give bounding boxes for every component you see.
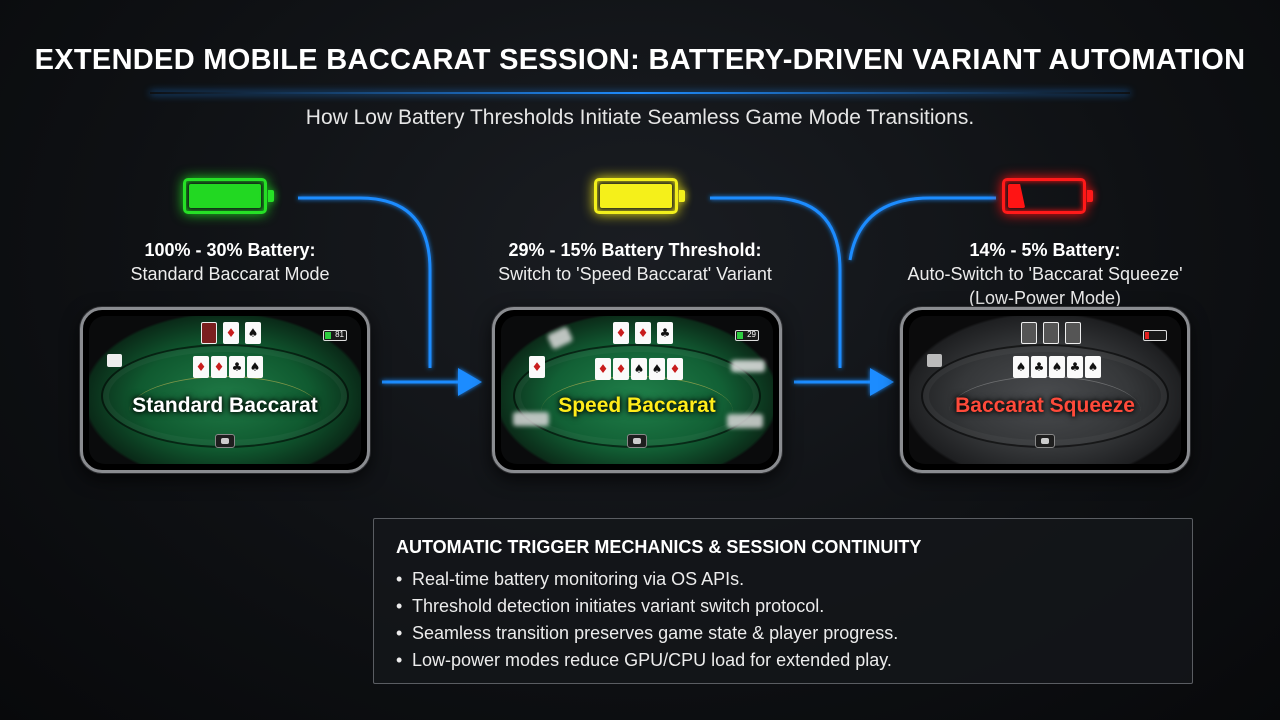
stage-2-description: Switch to 'Speed Baccarat' Variant: [498, 264, 772, 284]
card: ♣: [657, 322, 673, 344]
card-back: [1021, 322, 1037, 344]
card: ♦: [595, 358, 611, 380]
card: ♠: [1049, 356, 1065, 378]
card-back: [1065, 322, 1081, 344]
phone-baccarat-squeeze: ♠ ♣ ♠ ♣ ♠ Baccarat Squeeze: [900, 307, 1190, 473]
title-divider: [150, 92, 1130, 94]
stage-1-description: Standard Baccarat Mode: [130, 264, 330, 284]
card: ♣: [1067, 356, 1083, 378]
page-subtitle: How Low Battery Thresholds Initiate Seam…: [305, 106, 975, 129]
card-back: [201, 322, 217, 344]
card: ♦: [211, 356, 227, 378]
speed-table-screen: ♦ ♦ ♦ ♣ ♦ ♦ ♠ ♠ ♦ Speed Baccarat 29: [501, 316, 773, 464]
battery-fill: [1008, 184, 1026, 208]
card-back: [1043, 322, 1059, 344]
card: ♦: [613, 358, 629, 380]
card: ♣: [229, 356, 245, 378]
arrow-curve-2: [710, 196, 842, 368]
battery-fill: [600, 184, 672, 208]
mini-battery-indicator: 81: [323, 330, 347, 341]
battery-fill: [189, 184, 261, 208]
phone-standard-baccarat: ♦ ♠ ♦ ♦ ♣ ♠ Standard Baccarat 81: [80, 307, 370, 473]
game-name-speed: Speed Baccarat: [558, 394, 716, 417]
battery-full-icon: [183, 178, 274, 214]
page-title: EXTENDED MOBILE BACCARAT SESSION: BATTER…: [34, 44, 1246, 76]
card: ♣: [1031, 356, 1047, 378]
card: ♦: [613, 322, 629, 344]
stage-2-label: 29% - 15% Battery Threshold: Switch to '…: [470, 238, 800, 286]
stage-3-description: Auto-Switch to 'Baccarat Squeeze': [907, 264, 1183, 284]
battery-low-icon: [1002, 178, 1093, 214]
stage-3-label: 14% - 5% Battery: Auto-Switch to 'Baccar…: [880, 238, 1210, 310]
stage-1-label: 100% - 30% Battery: Standard Baccarat Mo…: [90, 238, 370, 286]
chat-button[interactable]: [627, 434, 647, 448]
mini-battery-indicator: [1143, 330, 1167, 341]
card: ♠: [247, 356, 263, 378]
card: ♠: [649, 358, 665, 380]
mini-battery-indicator: 29: [735, 330, 759, 341]
list-item: Real-time battery monitoring via OS APIs…: [396, 566, 1170, 593]
stage-2-heading: 29% - 15% Battery Threshold:: [508, 240, 762, 260]
card: ♦: [223, 322, 239, 344]
battery-threshold-icon: [594, 178, 685, 214]
card: ♠: [1085, 356, 1101, 378]
arrow-curve-3: [848, 196, 996, 261]
list-item: Low-power modes reduce GPU/CPU load for …: [396, 647, 1170, 674]
card: ♠: [245, 322, 261, 344]
card-shoe-icon: [927, 354, 942, 367]
standard-table-screen: ♦ ♠ ♦ ♦ ♣ ♠ Standard Baccarat 81: [89, 316, 361, 464]
arrow-curve-1: [298, 196, 432, 368]
trigger-mechanics-panel: AUTOMATIC TRIGGER MECHANICS & SESSION CO…: [373, 518, 1193, 684]
arrow-head-2: [870, 368, 894, 396]
card: ♦: [667, 358, 683, 380]
panel-title: AUTOMATIC TRIGGER MECHANICS & SESSION CO…: [396, 537, 922, 557]
list-item: Seamless transition preserves game state…: [396, 620, 1170, 647]
card: ♦: [635, 322, 651, 344]
chat-button[interactable]: [215, 434, 235, 448]
list-item: Threshold detection initiates variant sw…: [396, 593, 1170, 620]
arrow-head-1: [458, 368, 482, 396]
mechanics-list: Real-time battery monitoring via OS APIs…: [396, 566, 1170, 674]
stage-1-heading: 100% - 30% Battery:: [144, 240, 316, 260]
stage-3-heading: 14% - 5% Battery:: [969, 240, 1121, 260]
phone-speed-baccarat: ♦ ♦ ♦ ♣ ♦ ♦ ♠ ♠ ♦ Speed Baccarat 29: [492, 307, 782, 473]
card: ♠: [1013, 356, 1029, 378]
game-name-standard: Standard Baccarat: [132, 394, 318, 417]
card: ♦: [529, 356, 545, 378]
squeeze-table-screen: ♠ ♣ ♠ ♣ ♠ Baccarat Squeeze: [909, 316, 1181, 464]
card: ♠: [631, 358, 647, 380]
card-shoe-icon: [107, 354, 122, 367]
chat-button[interactable]: [1035, 434, 1055, 448]
game-name-squeeze: Baccarat Squeeze: [955, 394, 1135, 417]
stage-3-mode-note: (Low-Power Mode): [968, 288, 1122, 308]
card: ♦: [193, 356, 209, 378]
